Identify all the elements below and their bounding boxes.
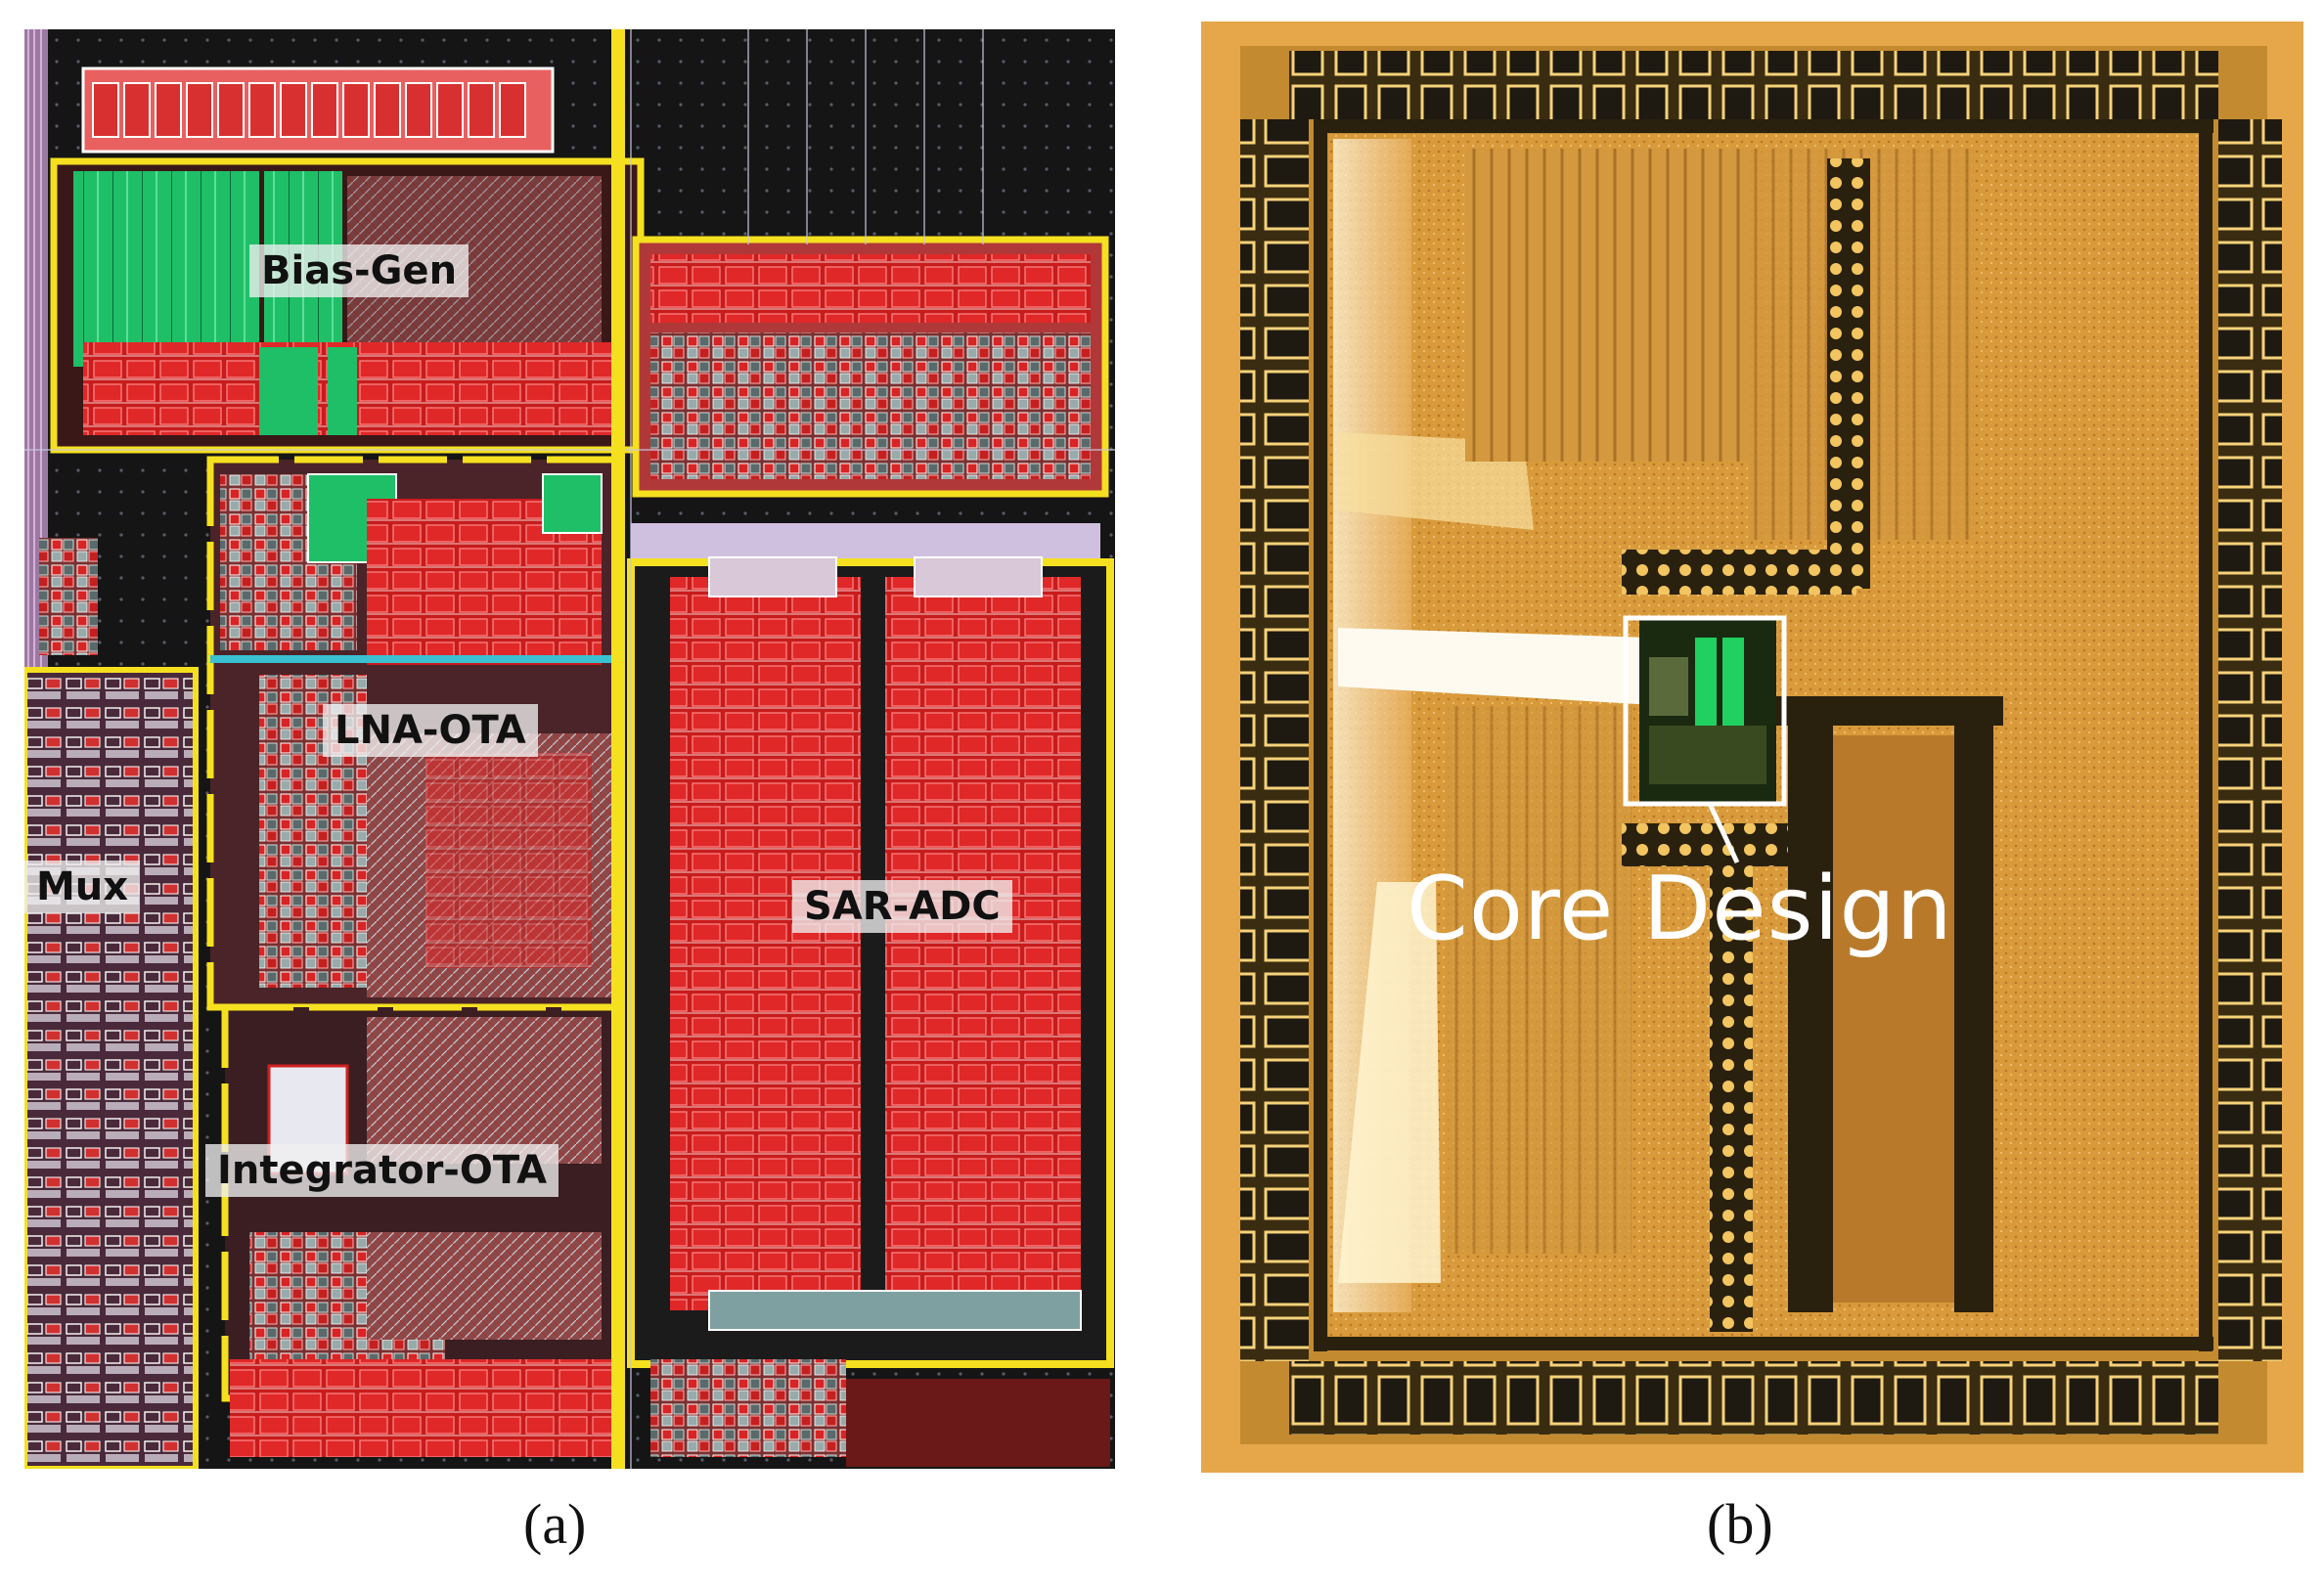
lna-ota-label: LNA-OTA [323, 704, 538, 757]
die-photo-drawing [1201, 22, 2303, 1473]
die-photo: Core Design [1201, 22, 2303, 1473]
layout-drawing [24, 29, 1115, 1469]
sar-adc-label: SAR-ADC [792, 880, 1012, 933]
layout-image: Bias-Gen LNA-OTA Mux SAR-ADC Integrator-… [24, 29, 1115, 1469]
core-design-label: Core Design [1407, 858, 1953, 960]
bias-gen-label: Bias-Gen [249, 244, 469, 297]
caption-b: (b) [1707, 1492, 1773, 1556]
caption-a: (a) [523, 1492, 587, 1556]
mux-label: Mux [24, 861, 141, 913]
integrator-ota-label: Integrator-OTA [205, 1144, 559, 1197]
